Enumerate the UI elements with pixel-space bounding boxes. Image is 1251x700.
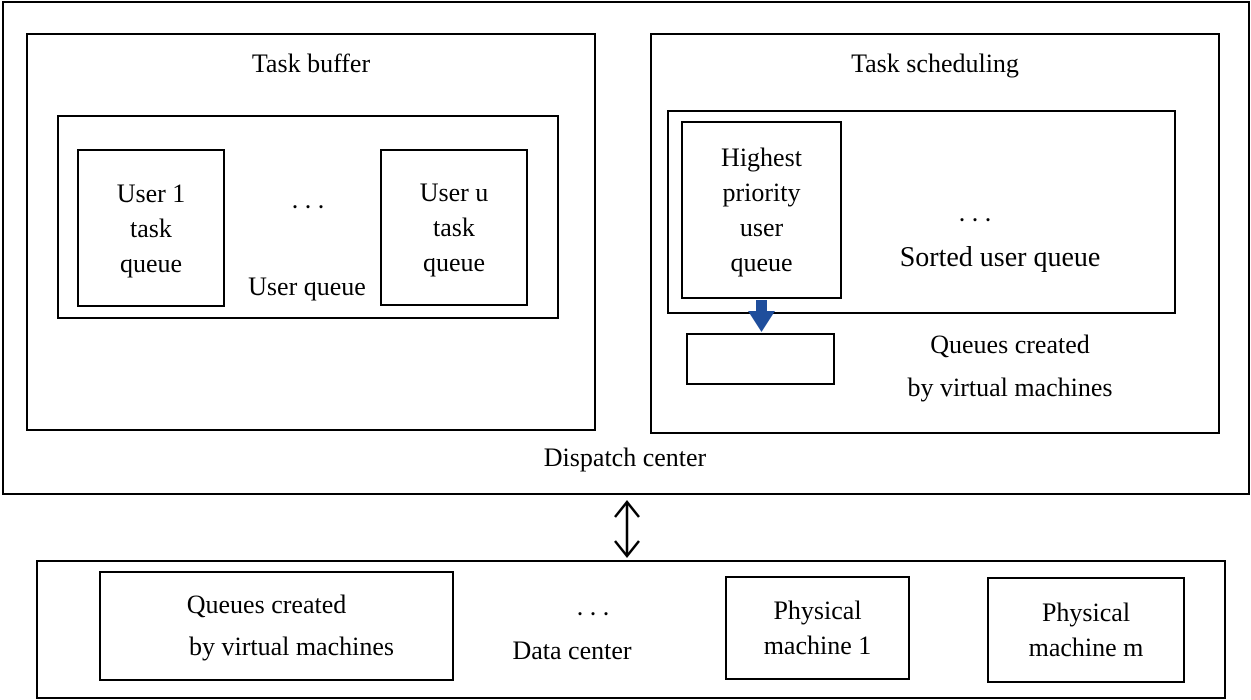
data-center-vm-queues-box (99, 571, 454, 681)
highest-priority-user-queue-label: Highest priority user queue (721, 143, 802, 277)
scheduling-vm-queues-label: Queues created by virtual machines (907, 330, 1113, 402)
sorted-user-queue-label: Sorted user queue (899, 242, 1101, 273)
user-queue-ellipsis: . . . (291, 185, 325, 214)
physical-machine-m (987, 577, 1185, 683)
down-arrow-icon (748, 300, 775, 332)
dispatch-center-label: Dispatch center (543, 443, 707, 472)
data-center-ellipsis: . . . (576, 592, 610, 621)
physical-machine-1 (725, 576, 910, 680)
task-scheduling-title: Task scheduling (851, 49, 1019, 78)
physical-machine-1-label: Physical machine 1 (763, 596, 872, 660)
vm-queue-slot (686, 333, 835, 385)
task-buffer-title: Task buffer (251, 49, 371, 78)
user-u-task-queue-label: User u task queue (419, 178, 489, 277)
highest-priority-user-queue (681, 121, 842, 299)
user-1-task-queue-label: User 1 task queue (116, 178, 186, 278)
user-1-task-queue (77, 149, 225, 307)
physical-machine-m-label: Physical machine m (1028, 598, 1144, 662)
data-center-vm-queues-label: Queues created by virtual machines (186, 590, 395, 661)
data-center-label: Data center (512, 636, 632, 665)
user-queue-label: User queue (248, 272, 366, 301)
sorted-queue-ellipsis: . . . (958, 198, 992, 227)
bidirectional-arrow (614, 499, 640, 559)
user-u-task-queue (380, 149, 528, 306)
